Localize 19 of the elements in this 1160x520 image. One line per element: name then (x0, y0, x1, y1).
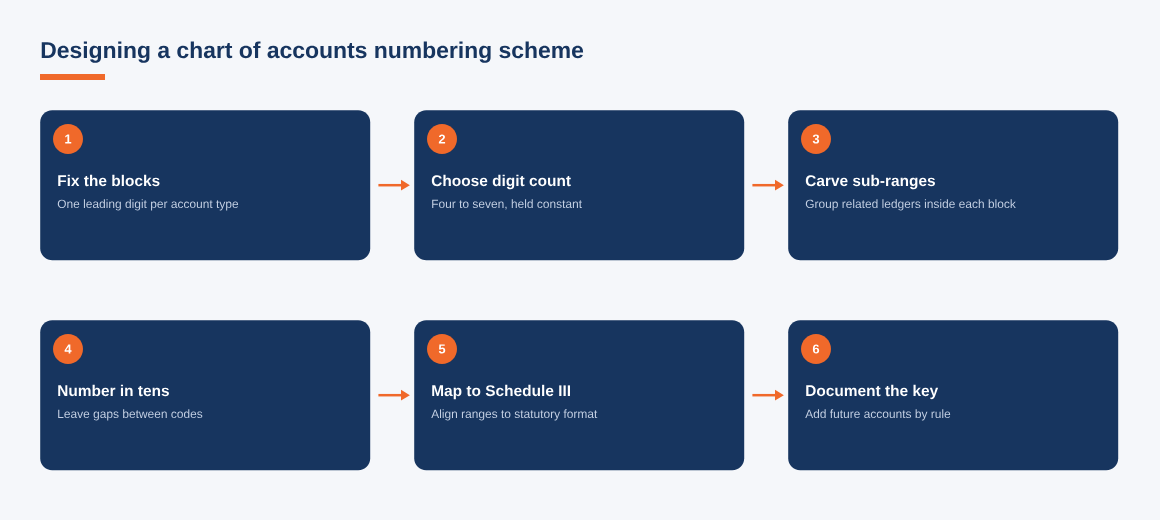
title: Designing a chart of accounts numbering scheme (41, 41, 584, 63)
step-number-badge: 4 (53, 334, 83, 364)
step-number-badge: 1 (53, 124, 83, 154)
step-number-badge: 2 (427, 124, 457, 154)
step-number-badge: 6 (801, 334, 831, 364)
step-description: Four to seven, held constant (432, 199, 582, 210)
step-heading: Choose digit count (431, 174, 571, 190)
step-description: Group related ledgers inside each block (805, 199, 1016, 211)
step-heading: Number in tens (58, 384, 169, 397)
step-number-badge: 5 (427, 334, 457, 364)
step-heading: Map to Schedule III (432, 384, 570, 400)
step-number-badge: 3 (801, 124, 831, 154)
step-heading: Document the key (806, 384, 939, 400)
step-description: Leave gaps between codes (58, 409, 203, 421)
step-description: Add future accounts by rule (805, 409, 951, 421)
step-heading: Carve sub-ranges (805, 174, 935, 190)
step-description: One leading digit per account type (57, 199, 239, 211)
step-description: Align ranges to statutory format (431, 409, 598, 421)
step-heading: Fix the blocks (58, 174, 160, 187)
